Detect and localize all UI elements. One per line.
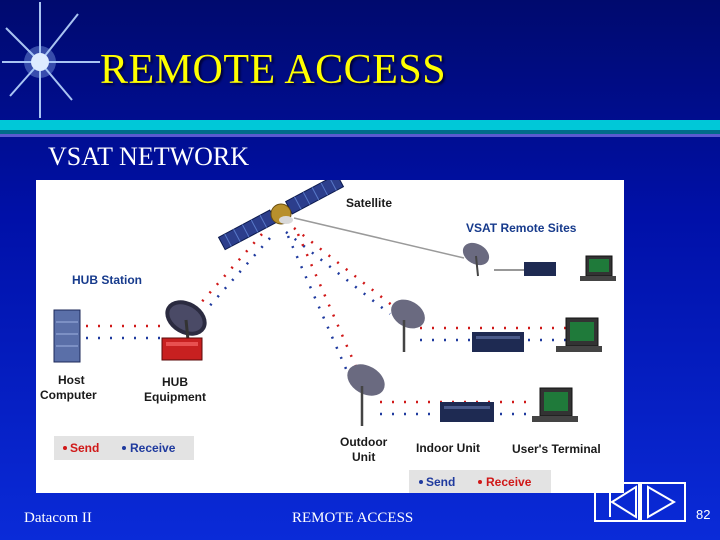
remote-terminal-1-icon xyxy=(580,255,616,281)
satellite-label: Satellite xyxy=(346,196,392,210)
host-label-line1: Host xyxy=(58,373,85,387)
legend-right-receive-marker xyxy=(478,480,482,484)
host-label-line2: Computer xyxy=(40,388,97,402)
page-number: 82 xyxy=(696,507,711,522)
indoor-unit-icon xyxy=(440,402,494,422)
remote-dish-2-icon xyxy=(391,299,425,352)
hub-internal-dots xyxy=(86,324,166,340)
indoor-unit-label: Indoor Unit xyxy=(416,441,480,455)
site2-link-dots xyxy=(285,227,399,315)
legend-right-send: Send xyxy=(426,475,455,489)
site3-link-dots xyxy=(286,233,362,379)
hub-equipment-label-line2: Equipment xyxy=(144,390,206,404)
legend-left-receive-marker xyxy=(122,446,126,450)
legend-right-send-marker xyxy=(419,480,423,484)
users-terminal-icon xyxy=(532,387,578,422)
users-terminal-label: User's Terminal xyxy=(512,442,601,456)
footer-title: REMOTE ACCESS xyxy=(292,510,414,526)
host-computer-icon xyxy=(53,309,81,363)
hub-antenna-icon xyxy=(165,300,207,341)
slide-title: REMOTE ACCESS xyxy=(100,47,447,93)
remote-dish-1-icon xyxy=(462,242,490,277)
footer-course: Datacom II xyxy=(24,510,92,526)
outdoor-unit-icon xyxy=(347,364,385,426)
hub-equipment-icon xyxy=(161,337,203,361)
legend-left-send-marker xyxy=(63,446,67,450)
vsat-network-diagram: Satellite VSAT Remote Sites HUB Station xyxy=(36,180,624,493)
remote-terminal-2-icon xyxy=(556,317,602,352)
satellite-link-line xyxy=(293,217,465,259)
legend-right-receive: Receive xyxy=(486,475,532,489)
site3-lan-dots xyxy=(380,400,536,416)
satellite-icon xyxy=(217,180,345,251)
next-slide-icon[interactable] xyxy=(640,482,686,522)
hub-equipment-label-line1: HUB xyxy=(162,375,188,389)
slide-subtitle: VSAT NETWORK xyxy=(48,142,250,171)
outdoor-unit-label-line1: Outdoor xyxy=(340,435,388,449)
remote-sites-label: VSAT Remote Sites xyxy=(466,221,577,235)
legend-left-receive: Receive xyxy=(130,441,176,455)
hub-station-label: HUB Station xyxy=(72,273,142,287)
starburst-icon xyxy=(2,2,100,118)
remote-indoor-unit-1-icon xyxy=(524,262,556,276)
remote-indoor-unit-2-icon xyxy=(472,332,524,352)
title-rule xyxy=(0,120,720,137)
previous-slide-icon[interactable] xyxy=(594,482,640,522)
legend-left-send: Send xyxy=(70,441,99,455)
outdoor-unit-label-line2: Unit xyxy=(352,450,375,464)
